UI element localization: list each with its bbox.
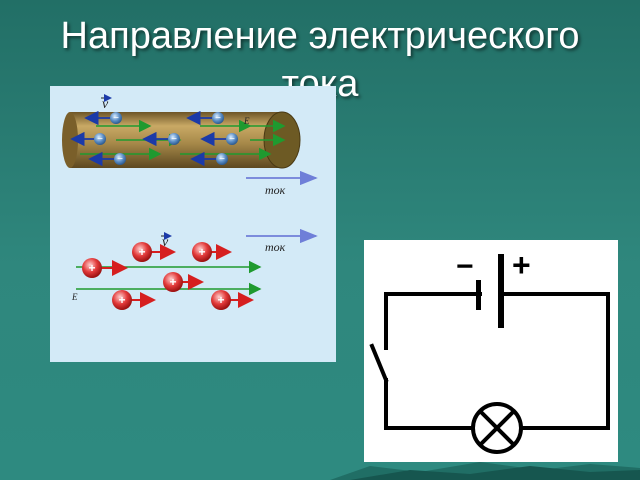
svg-text:−: − — [113, 113, 119, 124]
electron: − — [110, 112, 122, 124]
switch-blade — [369, 343, 389, 383]
electrons: − − − − − − − — [94, 112, 238, 165]
battery-negative-sign: − — [456, 250, 474, 283]
wire-top-right — [500, 292, 610, 430]
positive-charge: + — [192, 242, 212, 262]
battery-positive-sign: + — [512, 247, 531, 283]
svg-text:−: − — [117, 154, 123, 165]
electron-velocity-arrows — [70, 110, 226, 167]
current-label-top: ток — [265, 183, 286, 197]
wire-top-left — [384, 292, 482, 350]
svg-text:+: + — [169, 275, 176, 289]
svg-text:−: − — [219, 154, 225, 165]
svg-text:−: − — [171, 134, 177, 145]
svg-text:+: + — [217, 293, 224, 307]
svg-text:−: − — [215, 113, 221, 124]
svg-text:−: − — [229, 134, 235, 145]
battery: − + — [456, 247, 531, 328]
lamp — [471, 402, 523, 454]
positive-charge: + — [163, 272, 183, 292]
svg-text:−: − — [97, 134, 103, 145]
decorative-bottom-band — [330, 462, 640, 480]
svg-text:+: + — [118, 293, 125, 307]
circuit-diagram: − + — [364, 240, 618, 462]
circuit-svg: − + — [369, 247, 610, 454]
wire-bottom-left — [384, 378, 474, 430]
electron: − — [94, 133, 106, 145]
positive-charge: + — [112, 290, 132, 310]
svg-text:+: + — [198, 245, 205, 259]
positive-charge: + — [132, 242, 152, 262]
electron: − — [212, 112, 224, 124]
current-direction-svg: − − − − − − − v E ток ток v E — [62, 94, 318, 310]
field-label-top: E — [243, 116, 250, 126]
current-label-bottom: ток — [265, 240, 286, 254]
electron: − — [114, 153, 126, 165]
field-label-bottom: E — [71, 292, 78, 302]
electron: − — [168, 133, 180, 145]
velocity-label-bottom: v — [162, 235, 169, 250]
svg-text:+: + — [88, 261, 95, 275]
svg-text:+: + — [138, 245, 145, 259]
velocity-label-top: v — [102, 97, 109, 112]
positive-charge: + — [211, 290, 231, 310]
electron: − — [226, 133, 238, 145]
positive-charge: + — [82, 258, 102, 278]
current-direction-figure: − − − − − − − v E ток ток v E — [50, 86, 336, 362]
slide-title-line-1: Направление электрического — [60, 15, 580, 57]
positive-charges: + + + + + + — [82, 242, 231, 310]
electron: − — [216, 153, 228, 165]
